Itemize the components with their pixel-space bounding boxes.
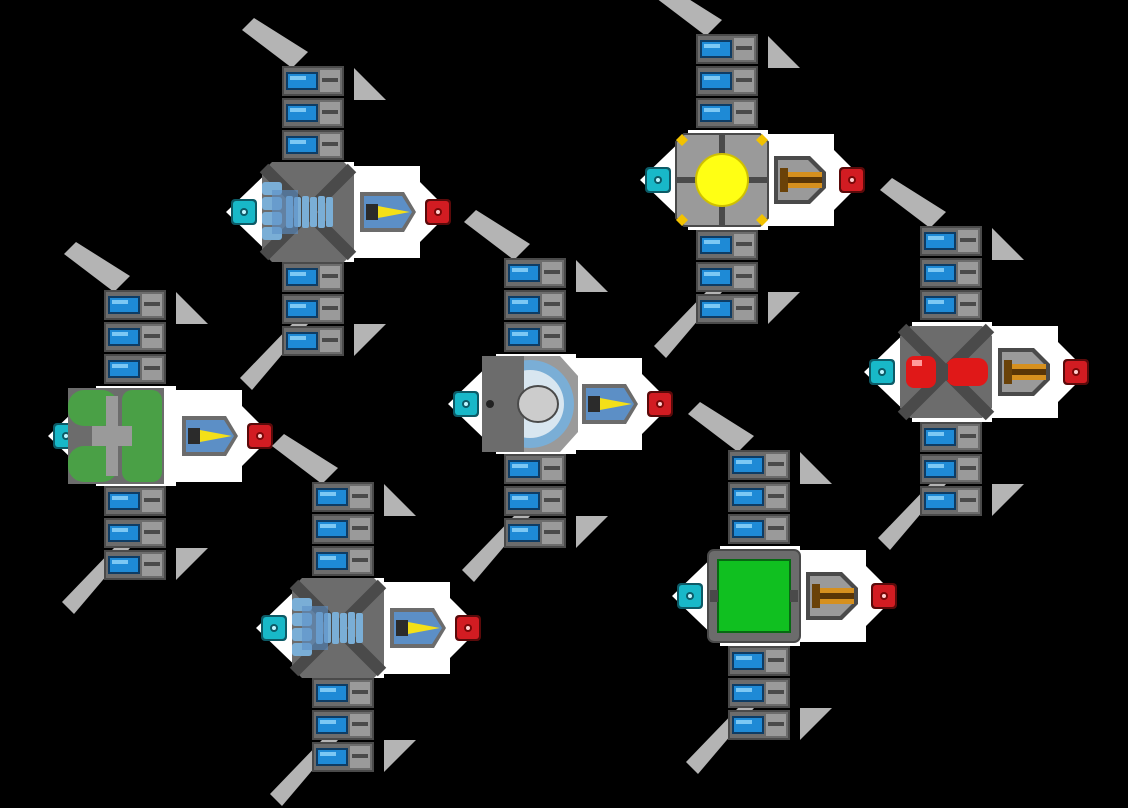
ship-5[interactable] [640,0,865,358]
power-cell-module [696,262,758,292]
power-cell-module [504,258,566,288]
fuel-tank-icon [68,388,164,484]
power-cell-module [282,326,344,356]
fin [688,402,754,452]
fin [272,434,338,484]
reactor-icon [647,391,673,417]
fin [176,292,208,324]
cannon-turret-icon [774,156,826,204]
fin [800,452,832,484]
cockpit-icon [261,615,287,641]
reactor-icon [1063,359,1089,385]
fin [176,548,208,580]
fin [880,178,946,228]
power-cell-module [282,130,344,160]
power-cell-module [920,226,982,256]
fin [384,484,416,516]
power-cell-module [728,514,790,544]
fin [992,228,1024,260]
fin [576,260,608,292]
power-cell-module [696,66,758,96]
reactor-icon [871,583,897,609]
power-cell-module [696,294,758,324]
power-cell-module [312,482,374,512]
ship-layer [48,0,1089,806]
power-cell-module [728,710,790,740]
shield-dome-icon [482,356,578,452]
ship-4[interactable] [448,210,673,582]
ship-6[interactable] [864,178,1089,550]
power-cell-module [282,262,344,292]
power-cell-module [282,294,344,324]
fin [464,210,530,260]
fin [64,242,130,292]
power-cell-module [920,258,982,288]
laser-turret-icon [582,384,638,424]
fin [800,708,832,740]
shield-screen-icon [707,549,801,643]
thruster-engine-icon [289,578,387,678]
power-cell-module [504,322,566,352]
sun-reactor-icon [675,133,769,227]
ship-3[interactable] [256,434,481,806]
power-cell-module [104,518,166,548]
warp-core-icon [897,323,995,421]
cockpit-icon [677,583,703,609]
reactor-icon [455,615,481,641]
power-cell-module [282,66,344,96]
power-cell-module [728,482,790,512]
power-cell-module [696,98,758,128]
fin [992,484,1024,516]
power-cell-module [312,514,374,544]
laser-turret-icon [182,416,238,456]
power-cell-module [104,354,166,384]
power-cell-module [104,290,166,320]
cockpit-icon [231,199,257,225]
fin [242,18,308,68]
power-cell-module [504,290,566,320]
cannon-turret-icon [806,572,858,620]
power-cell-module [312,710,374,740]
power-cell-module [504,454,566,484]
fin [384,740,416,772]
cockpit-icon [645,167,671,193]
power-cell-module [312,546,374,576]
power-cell-module [104,486,166,516]
cockpit-icon [869,359,895,385]
reactor-icon [839,167,865,193]
power-cell-module [920,290,982,320]
power-cell-module [920,422,982,452]
laser-turret-icon [360,192,416,232]
power-cell-module [282,98,344,128]
reactor-icon [247,423,273,449]
power-cell-module [312,678,374,708]
thruster-engine-icon [259,162,357,262]
power-cell-module [920,486,982,516]
ship-1[interactable] [226,18,451,390]
laser-turret-icon [390,608,446,648]
power-cell-module [312,742,374,772]
fin [354,68,386,100]
power-cell-module [504,518,566,548]
power-cell-module [728,646,790,676]
power-cell-module [504,486,566,516]
cockpit-icon [453,391,479,417]
power-cell-module [728,450,790,480]
power-cell-module [104,550,166,580]
ship-2[interactable] [48,242,273,614]
power-cell-module [696,230,758,260]
power-cell-module [920,454,982,484]
fin [658,0,722,36]
power-cell-module [728,678,790,708]
power-cell-module [696,34,758,64]
fin [768,292,800,324]
cannon-turret-icon [998,348,1050,396]
fin [576,516,608,548]
fin [354,324,386,356]
power-cell-module [104,322,166,352]
reactor-icon [425,199,451,225]
ship-7[interactable] [672,402,897,774]
fin [768,36,800,68]
